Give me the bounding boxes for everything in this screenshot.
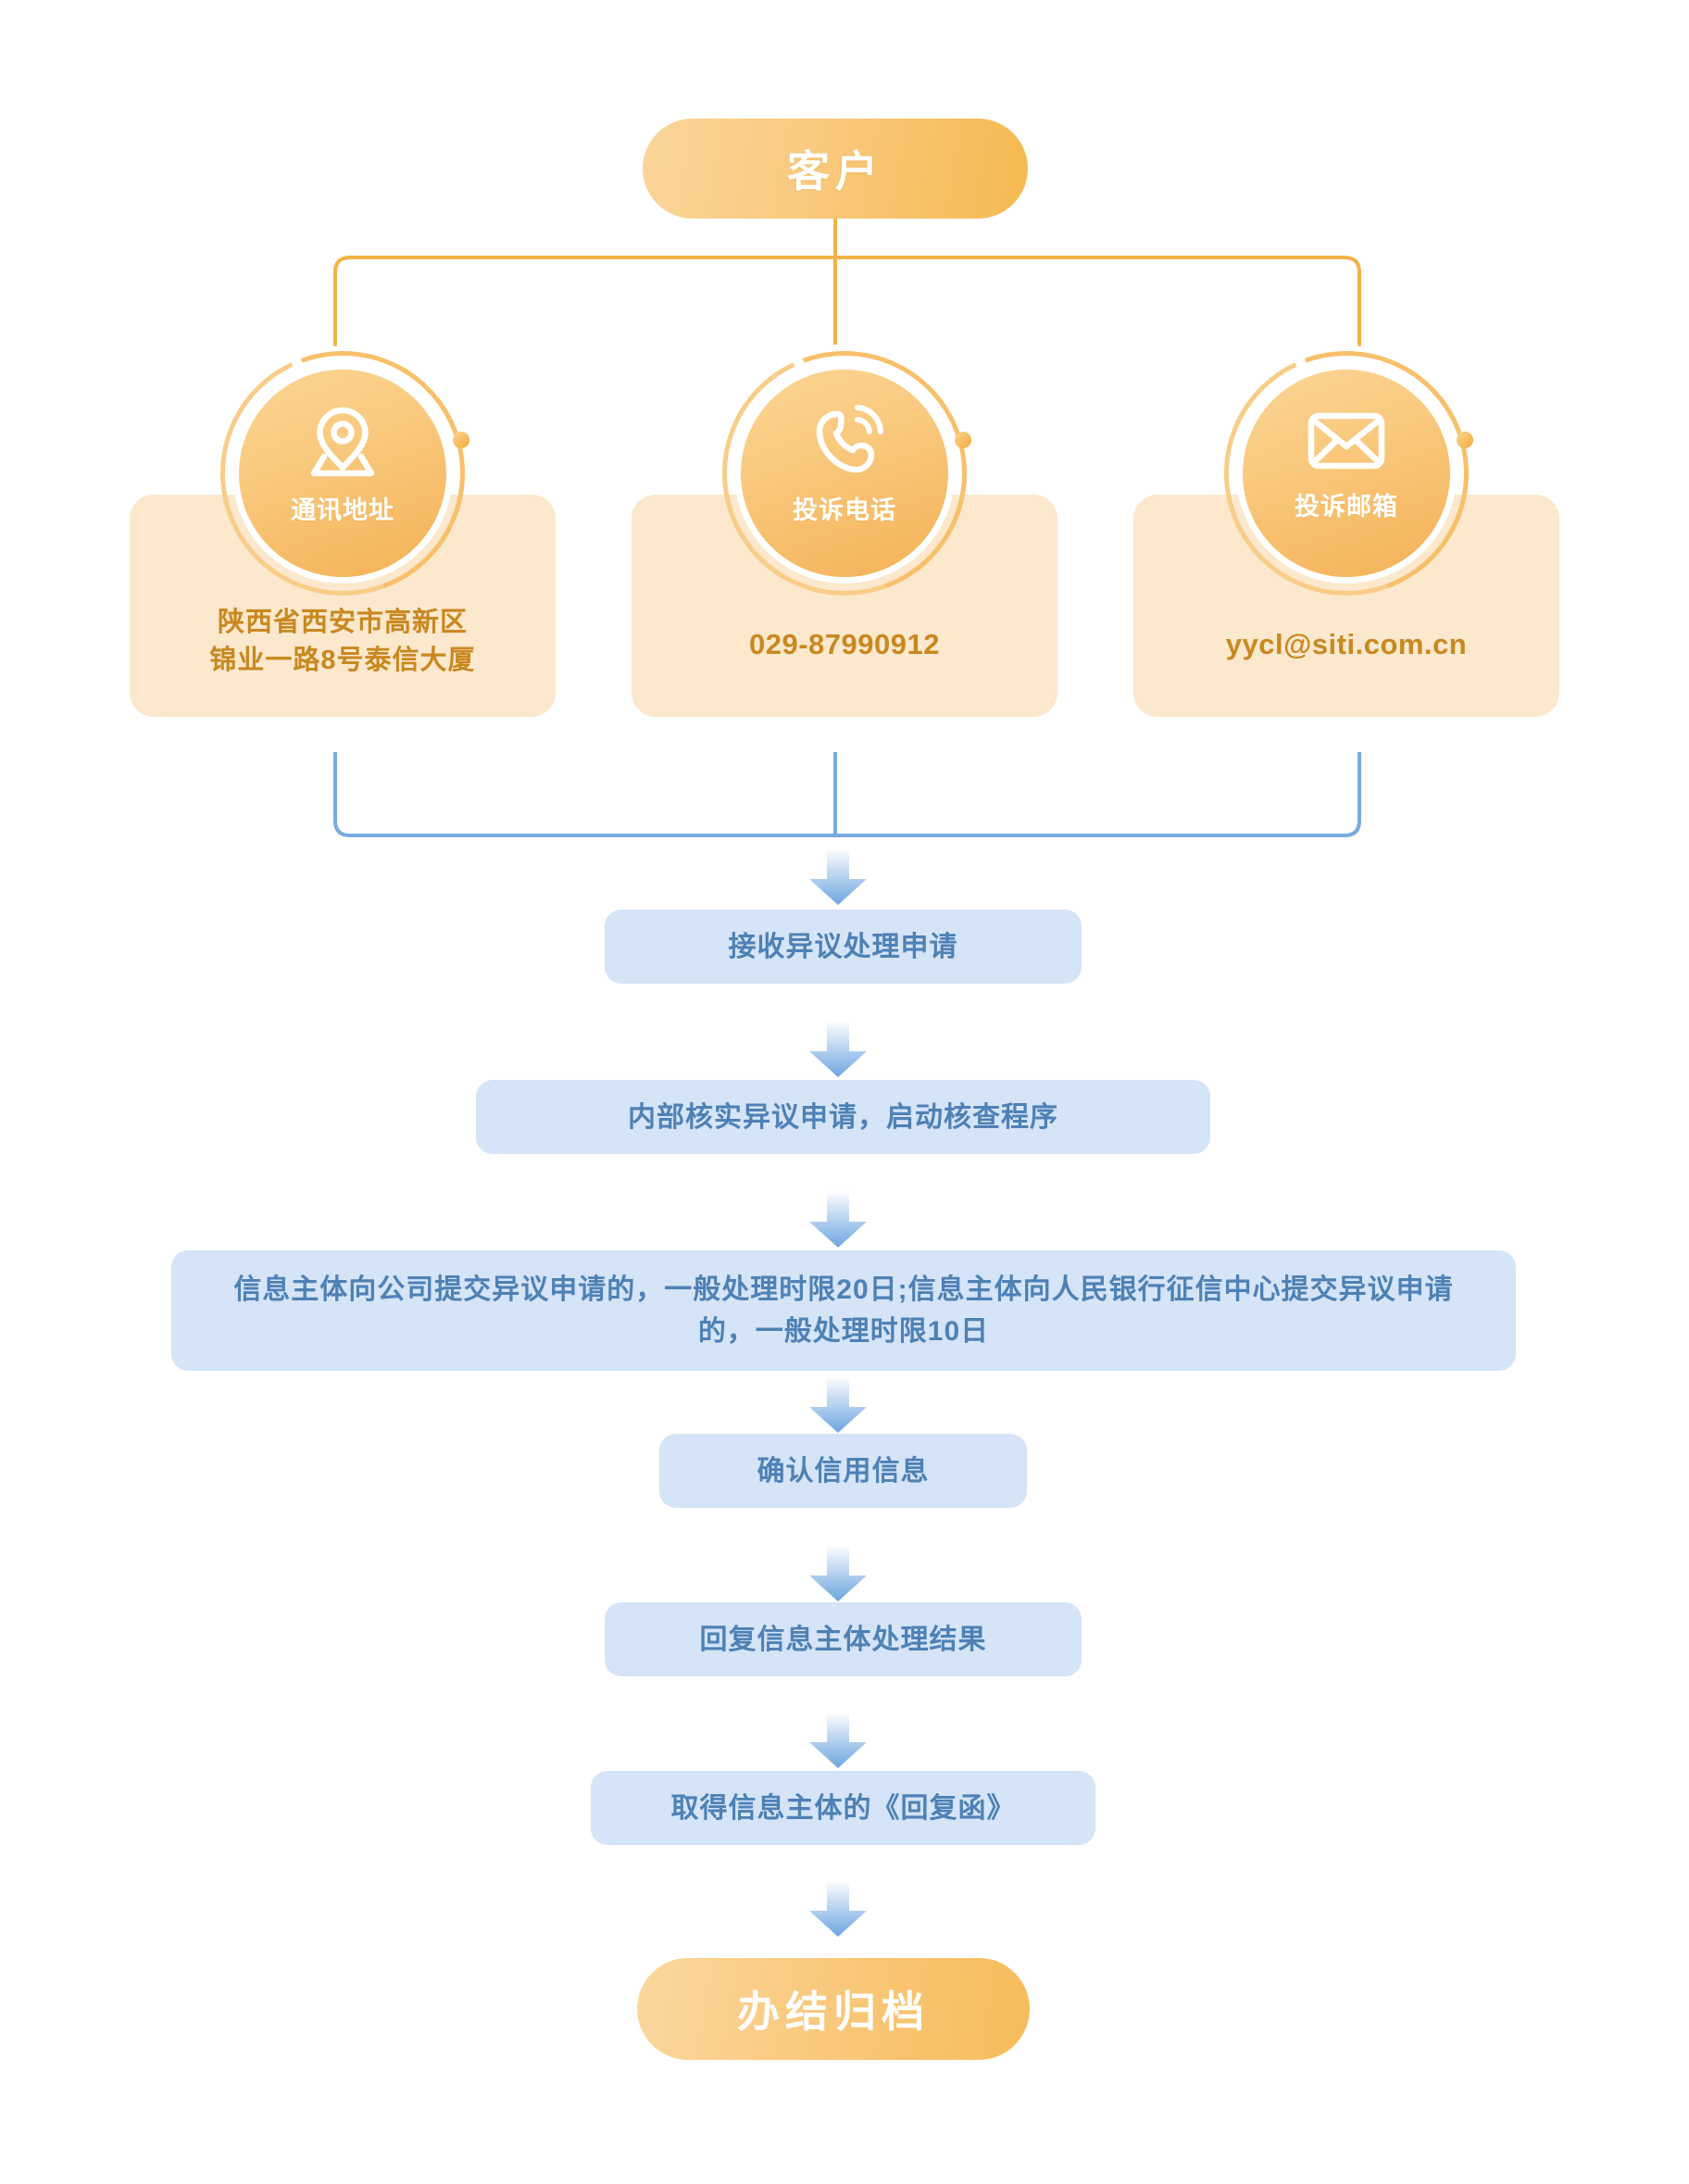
process-step-3: 信息主体向公司提交异议申请的，一般处理时限20日;信息主体向人民银行征信中心提交… <box>171 1250 1516 1371</box>
flow-arrow <box>809 1712 867 1768</box>
orange-bracket-connector <box>333 219 1361 346</box>
node-archive-complete: 办结归档 <box>637 1958 1030 2060</box>
flow-arrow <box>809 848 867 905</box>
process-step-1: 接收异议处理申请 <box>605 910 1082 984</box>
contact-address-line2: 锦业一路8号泰信大厦 <box>209 646 476 676</box>
location-pin-icon <box>303 403 382 481</box>
node-customer: 客户 <box>643 119 1028 219</box>
circle-white-ring <box>232 363 453 584</box>
contact-label-address: 通讯地址 <box>291 496 394 524</box>
process-step-3-label: 信息主体向公司提交异议申请的，一般处理时限20日;信息主体向人民银行征信中心提交… <box>233 1274 1454 1347</box>
circle-white-ring <box>1236 363 1457 584</box>
contact-address-line1: 陕西省西安市高新区 <box>217 608 468 637</box>
contact-email-value: yycl@siti.com.cn <box>1225 628 1468 660</box>
circle-body: 投诉电话 <box>741 370 948 577</box>
contact-icon-circle-address: 通讯地址 <box>180 310 506 636</box>
contact-phone-value: 029-87990912 <box>749 628 940 660</box>
contact-icon-circle-email: 投诉邮箱 <box>1183 310 1509 636</box>
envelope-icon <box>1304 403 1389 477</box>
process-step-1-label: 接收异议处理申请 <box>728 931 958 962</box>
process-step-6: 取得信息主体的《回复函》 <box>591 1771 1095 1845</box>
process-step-2-label: 内部核实异议申请，启动核查程序 <box>628 1101 1058 1133</box>
decor-dot <box>1457 432 1473 448</box>
circle-body: 通讯地址 <box>239 370 446 577</box>
contact-label-email: 投诉邮箱 <box>1295 493 1398 521</box>
blue-bracket-connector <box>333 752 1361 837</box>
flow-arrow <box>809 1880 867 1937</box>
flow-arrow <box>809 1021 867 1077</box>
contact-label-phone: 投诉电话 <box>793 496 896 524</box>
circle-white-ring <box>734 363 955 584</box>
decor-dot <box>453 432 469 448</box>
process-step-5-label: 回复信息主体处理结果 <box>699 1624 987 1655</box>
process-step-2: 内部核实异议申请，启动核查程序 <box>476 1080 1210 1154</box>
node-archive-complete-label: 办结归档 <box>737 1988 930 2036</box>
node-customer-label: 客户 <box>787 147 883 195</box>
contact-icon-circle-phone: 投诉电话 <box>682 310 1007 636</box>
contact-address-text: 陕西省西安市高新区 锦业一路8号泰信大厦 <box>130 604 556 680</box>
contact-email-text: yycl@siti.com.cn <box>1133 624 1559 665</box>
process-step-6-label: 取得信息主体的《回复函》 <box>670 1792 1016 1824</box>
process-step-4-label: 确认信用信息 <box>757 1455 930 1487</box>
flow-arrow <box>809 1545 867 1601</box>
circle-body: 投诉邮箱 <box>1243 370 1450 577</box>
flow-arrow <box>809 1191 867 1248</box>
process-step-4: 确认信用信息 <box>659 1434 1027 1508</box>
phone-call-icon <box>805 403 884 481</box>
contact-phone-text: 029-87990912 <box>632 624 1057 665</box>
process-step-5: 回复信息主体处理结果 <box>605 1602 1082 1676</box>
decor-dot <box>955 432 971 448</box>
flow-arrow <box>809 1376 867 1433</box>
